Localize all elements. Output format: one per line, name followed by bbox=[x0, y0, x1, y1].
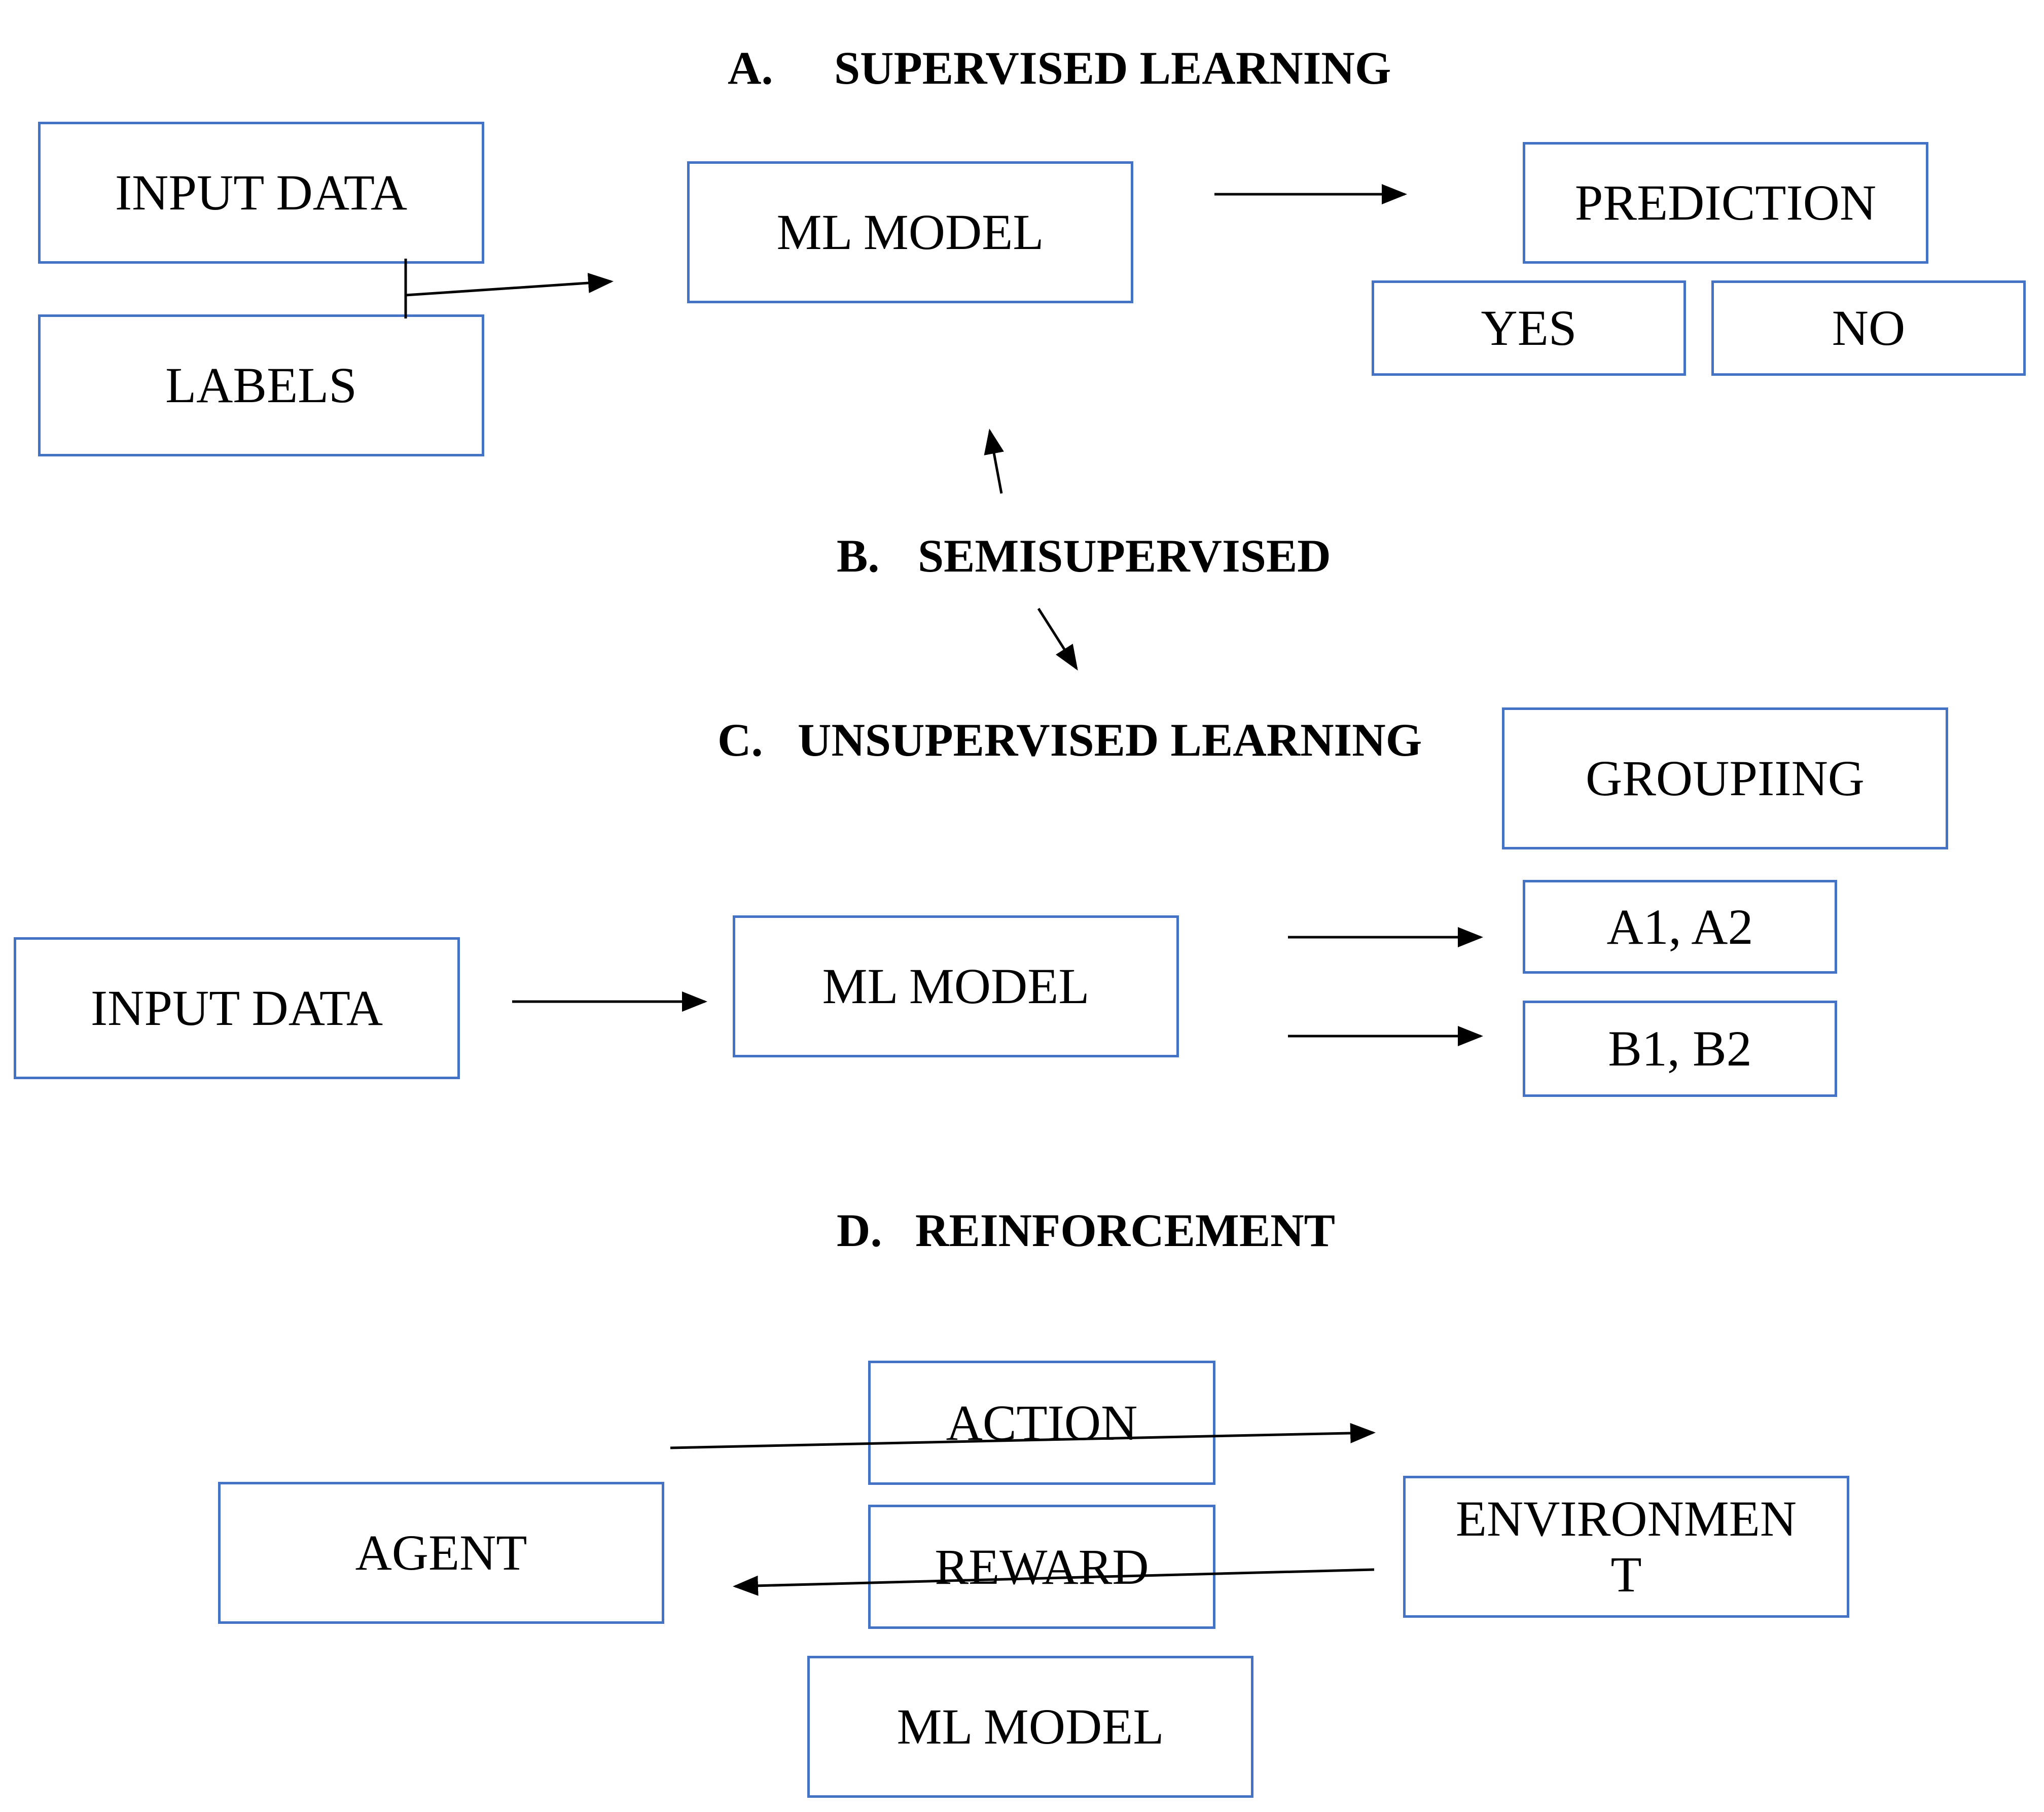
prediction-box: PREDICTION bbox=[1523, 142, 1928, 264]
heading-semisupervised-letter: B. bbox=[837, 530, 880, 582]
yes-box: YES bbox=[1372, 280, 1686, 376]
reinforcement-ml-model-box: ML MODEL bbox=[807, 1656, 1253, 1798]
heading-supervised-title: SUPERVISED LEARNING bbox=[834, 42, 1391, 94]
action-arrow bbox=[670, 1423, 1376, 1449]
group-a-box: A1, A2 bbox=[1523, 880, 1837, 974]
heading-unsupervised-title: UNSUPERVISED LEARNING bbox=[798, 714, 1422, 766]
reward-arrow bbox=[733, 1568, 1375, 1596]
input-labels-to-model-arrow bbox=[405, 273, 614, 297]
agent-box: AGENT bbox=[218, 1482, 664, 1624]
heading-reinforcement: D. REINFORCEMENT bbox=[837, 1207, 1335, 1254]
semisupervised-up-arrow bbox=[984, 429, 1004, 494]
supervised-labels-box: LABELS bbox=[38, 314, 484, 456]
no-box: NO bbox=[1711, 280, 2026, 376]
unsupervised-input-data-box: INPUT DATA bbox=[14, 937, 460, 1079]
heading-reinforcement-letter: D. bbox=[837, 1204, 882, 1256]
heading-reinforcement-title: REINFORCEMENT bbox=[915, 1204, 1336, 1256]
heading-unsupervised-letter: C. bbox=[718, 714, 763, 766]
heading-supervised: A. SUPERVISED LEARNING bbox=[728, 45, 1391, 91]
supervised-ml-model-box: ML MODEL bbox=[687, 161, 1133, 303]
unsupervised-ml-model-box: ML MODEL bbox=[733, 915, 1179, 1057]
heading-semisupervised: B. SEMISUPERVISED bbox=[837, 532, 1331, 579]
environment-label-line2: T bbox=[1610, 1546, 1642, 1603]
heading-supervised-letter: A. bbox=[728, 42, 773, 94]
heading-semisupervised-title: SEMISUPERVISED bbox=[918, 530, 1331, 582]
environment-box: ENVIRONMEN T bbox=[1403, 1476, 1849, 1618]
group-b-box: B1, B2 bbox=[1523, 1001, 1837, 1097]
heading-unsupervised: C. UNSUPERVISED LEARNING bbox=[718, 717, 1422, 763]
reward-box: REWARD bbox=[868, 1505, 1215, 1629]
semisupervised-down-arrow bbox=[1037, 608, 1078, 671]
grouping-box: GROUPIING bbox=[1502, 707, 1948, 849]
supervised-input-data-box: INPUT DATA bbox=[38, 122, 484, 264]
environment-label-line1: ENVIRONMEN bbox=[1455, 1490, 1797, 1547]
